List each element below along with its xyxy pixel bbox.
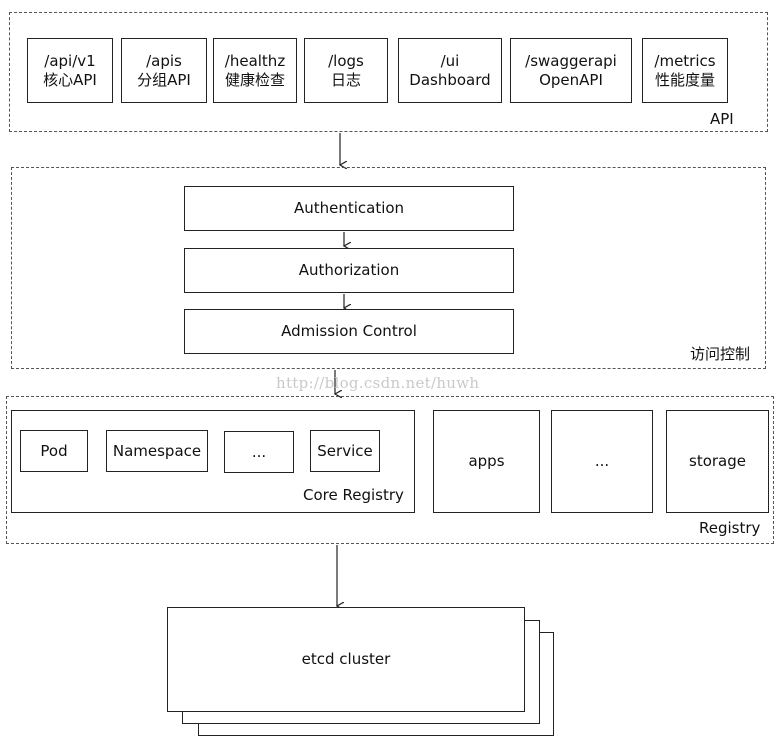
endpoint-path: /apis bbox=[146, 51, 182, 70]
endpoint-logs: /logs 日志 bbox=[304, 38, 388, 103]
endpoint-path: /healthz bbox=[224, 51, 286, 70]
endpoint-swaggerapi: /swaggerapi OpenAPI bbox=[510, 38, 632, 103]
endpoint-path: /swaggerapi bbox=[525, 51, 617, 70]
etcd-cluster: etcd cluster bbox=[167, 607, 525, 712]
watermark: http://blog.csdn.net/huwh bbox=[276, 374, 480, 392]
registry-layer bbox=[6, 396, 774, 544]
step-authentication: Authentication bbox=[184, 186, 514, 231]
endpoint-metrics: /metrics 性能度量 bbox=[642, 38, 728, 103]
endpoint-healthz: /healthz 健康检查 bbox=[213, 38, 297, 103]
core-item-more: ... bbox=[224, 431, 294, 473]
endpoint-path: /ui bbox=[440, 51, 460, 70]
endpoint-api-v1: /api/v1 核心API bbox=[27, 38, 113, 103]
endpoint-desc: OpenAPI bbox=[539, 70, 603, 89]
endpoint-path: /logs bbox=[328, 51, 364, 70]
endpoint-path: /metrics bbox=[654, 51, 716, 70]
endpoint-desc: 健康检查 bbox=[224, 70, 285, 89]
endpoint-desc: 性能度量 bbox=[654, 70, 715, 89]
step-authorization: Authorization bbox=[184, 248, 514, 293]
endpoint-ui: /ui Dashboard bbox=[398, 38, 502, 103]
core-registry-label: Core Registry bbox=[303, 486, 404, 504]
core-item-service: Service bbox=[310, 430, 380, 472]
registry-group-more: ... bbox=[551, 410, 653, 513]
registry-group-apps: apps bbox=[433, 410, 540, 513]
endpoint-desc: Dashboard bbox=[409, 70, 491, 89]
endpoint-apis: /apis 分组API bbox=[121, 38, 207, 103]
endpoint-desc: 日志 bbox=[330, 70, 361, 89]
api-layer bbox=[9, 12, 768, 132]
endpoint-desc: 分组API bbox=[137, 70, 191, 89]
endpoint-path: /api/v1 bbox=[44, 51, 96, 70]
step-admission-control: Admission Control bbox=[184, 309, 514, 354]
core-item-pod: Pod bbox=[20, 430, 88, 472]
access-control-layer bbox=[11, 167, 766, 369]
core-item-namespace: Namespace bbox=[106, 430, 208, 472]
api-layer-label: API bbox=[710, 110, 734, 128]
endpoint-desc: 核心API bbox=[43, 70, 97, 89]
registry-group-storage: storage bbox=[666, 410, 769, 513]
core-registry bbox=[11, 410, 415, 513]
registry-layer-label: Registry bbox=[699, 519, 761, 537]
access-control-label: 访问控制 bbox=[690, 345, 751, 363]
